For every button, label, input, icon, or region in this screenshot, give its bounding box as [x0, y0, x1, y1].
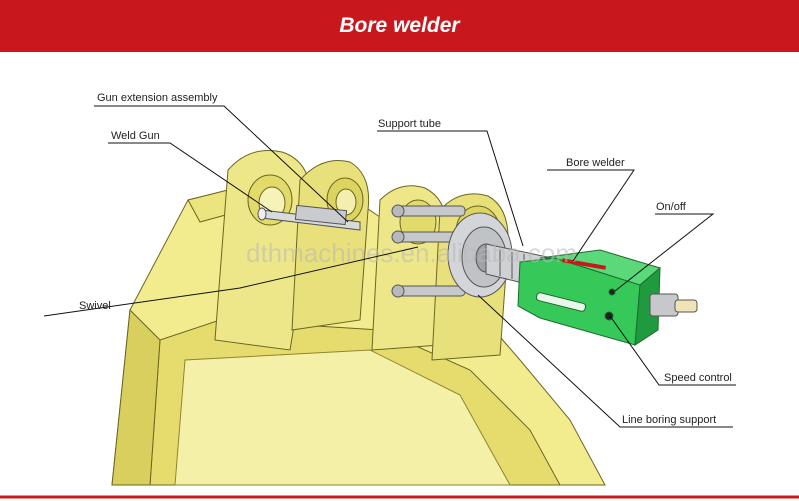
drive-shaft: [649, 293, 698, 317]
leader-on-off: [614, 213, 715, 292]
leader-weld-gun: [108, 142, 273, 213]
leader-support-tube: [377, 130, 524, 247]
leader-speed-control: [609, 315, 736, 386]
label-weld-gun: Weld Gun: [111, 130, 160, 142]
page-title: Bore welder: [339, 14, 460, 37]
on-off-switch: [608, 288, 616, 296]
label-line-boring-support: Line boring support: [622, 414, 716, 426]
leader-bore-welder: [547, 169, 635, 262]
label-speed-control: Speed control: [664, 372, 732, 384]
watermark-text: dthmachines.en.alibaba.com: [246, 238, 577, 268]
bore-welder-unit: [517, 249, 662, 346]
label-swivel: Swivel: [79, 300, 111, 312]
weld-gun-assembly: [257, 204, 361, 231]
leader-gun-extension: [94, 105, 349, 223]
label-bore-welder: Bore welder: [566, 157, 625, 169]
support-rods: [391, 204, 466, 298]
label-on-off: On/off: [656, 201, 687, 213]
leader-swivel: [43, 246, 419, 317]
leader-lines: [43, 105, 736, 428]
leader-line-boring-support: [477, 294, 733, 428]
label-support-tube: Support tube: [378, 118, 441, 130]
label-gun-extension-assembly: Gun extension assembly: [97, 92, 218, 104]
title-banner: Bore welder: [0, 0, 799, 52]
